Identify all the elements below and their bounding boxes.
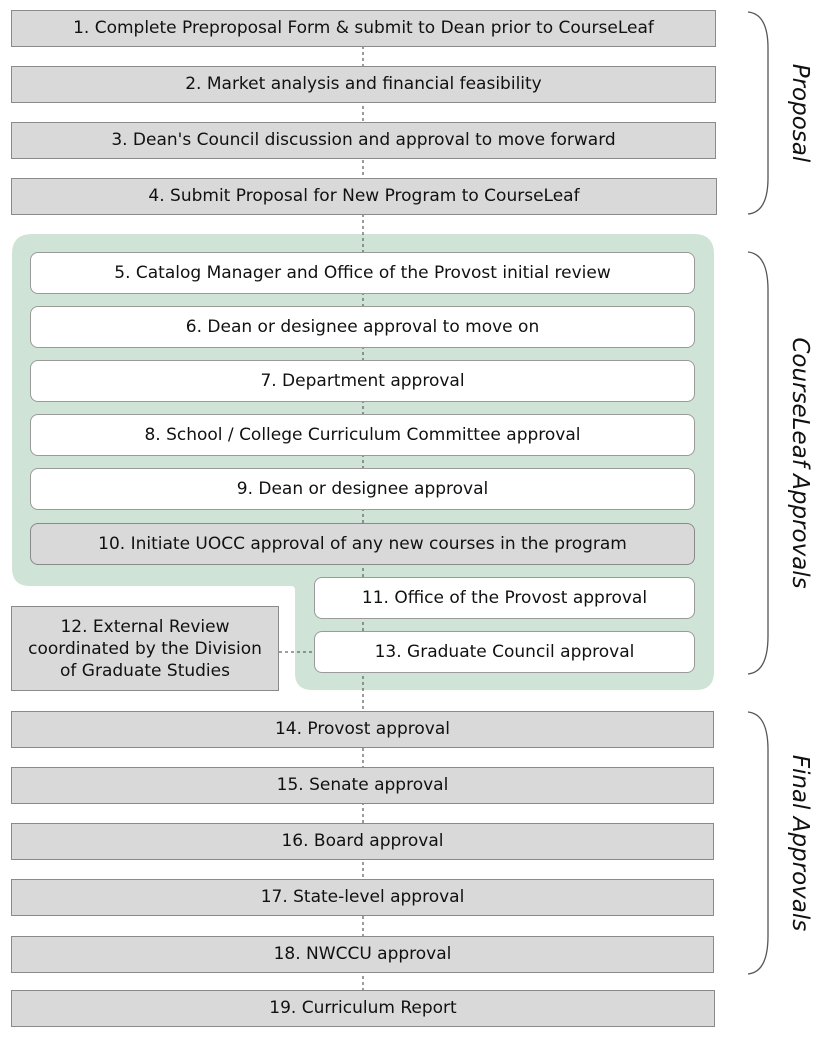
step-10: 10. Initiate UOCC approval of any new co… — [30, 523, 695, 565]
section-label-courseleaf: CourseLeaf Approvals — [787, 337, 813, 589]
step-16: 16. Board approval — [11, 823, 714, 860]
step-1-label: 1. Complete Preproposal Form & submit to… — [73, 18, 654, 39]
step-19-label: 19. Curriculum Report — [269, 998, 457, 1019]
step-12-label: 12. External Review coordinated by the D… — [28, 616, 262, 681]
step-17: 17. State-level approval — [11, 879, 714, 916]
step-4: 4. Submit Proposal for New Program to Co… — [11, 178, 717, 215]
step-5-label: 5. Catalog Manager and Office of the Pro… — [114, 262, 611, 283]
step-3-label: 3. Dean's Council discussion and approva… — [111, 130, 616, 151]
step-6: 6. Dean or designee approval to move on — [30, 306, 695, 348]
step-18: 18. NWCCU approval — [11, 936, 714, 973]
step-15: 15. Senate approval — [11, 767, 714, 804]
step-6-label: 6. Dean or designee approval to move on — [185, 316, 540, 337]
step-11: 11. Office of the Provost approval — [314, 577, 695, 619]
step-13-label: 13. Graduate Council approval — [374, 641, 635, 662]
brace-proposal — [747, 11, 769, 215]
step-14-label: 14. Provost approval — [274, 719, 450, 740]
step-1: 1. Complete Preproposal Form & submit to… — [11, 10, 716, 47]
step-14: 14. Provost approval — [11, 711, 714, 748]
step-12-external-review: 12. External Review coordinated by the D… — [11, 606, 279, 691]
step-18-label: 18. NWCCU approval — [273, 944, 452, 965]
step-10-label: 10. Initiate UOCC approval of any new co… — [98, 533, 627, 554]
step-8-label: 8. School / College Curriculum Committee… — [144, 424, 581, 445]
step-19: 19. Curriculum Report — [11, 990, 715, 1027]
brace-final — [747, 711, 769, 975]
step-2-label: 2. Market analysis and financial feasibi… — [185, 74, 542, 95]
step-8: 8. School / College Curriculum Committee… — [30, 414, 695, 456]
step-9-label: 9. Dean or designee approval — [236, 478, 489, 499]
brace-courseleaf — [747, 251, 769, 675]
step-15-label: 15. Senate approval — [276, 775, 449, 796]
step-3: 3. Dean's Council discussion and approva… — [11, 122, 716, 159]
step-16-label: 16. Board approval — [281, 831, 444, 852]
step-9: 9. Dean or designee approval — [30, 468, 695, 510]
step-11-label: 11. Office of the Provost approval — [361, 587, 648, 608]
section-label-final: Final Approvals — [787, 754, 813, 932]
section-label-proposal: Proposal — [787, 63, 813, 163]
step-7-label: 7. Department approval — [260, 370, 465, 391]
step-13: 13. Graduate Council approval — [314, 631, 695, 673]
step-17-label: 17. State-level approval — [260, 887, 465, 908]
step-4-label: 4. Submit Proposal for New Program to Co… — [148, 186, 580, 207]
step-7: 7. Department approval — [30, 360, 695, 402]
step-5: 5. Catalog Manager and Office of the Pro… — [30, 252, 695, 294]
step-2: 2. Market analysis and financial feasibi… — [11, 66, 716, 103]
